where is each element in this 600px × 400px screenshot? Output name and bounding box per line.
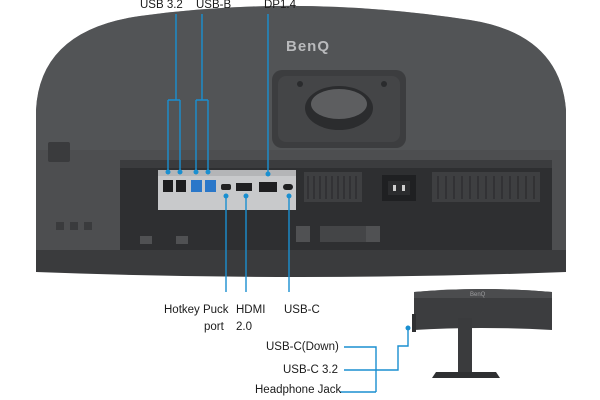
callout-lines bbox=[165, 14, 411, 393]
hdmi-port bbox=[236, 183, 252, 191]
usb-a-port bbox=[163, 180, 173, 192]
usb-b-port bbox=[205, 180, 216, 192]
label-usbc-down: USB-C(Down) bbox=[266, 341, 339, 353]
label-usbb: USB-B bbox=[196, 0, 232, 11]
usb-a-port bbox=[176, 180, 186, 192]
thumbnail-logo: BenQ bbox=[470, 292, 486, 298]
label-hdmi-1: HDMI bbox=[236, 304, 266, 316]
left-side-controls bbox=[48, 142, 92, 230]
label-usbc: USB-C bbox=[284, 304, 320, 316]
vesa-hole bbox=[381, 81, 387, 87]
brand-logo: BenQ bbox=[286, 38, 330, 55]
callout-side-ports bbox=[340, 330, 409, 393]
usb-c-port bbox=[283, 184, 293, 190]
label-hotkey-1: Hotkey Puck bbox=[164, 304, 229, 316]
callout-usbb bbox=[195, 14, 209, 170]
label-usbc32: USB-C 3.2 bbox=[283, 364, 338, 376]
vesa-hole bbox=[297, 81, 303, 87]
hotkey-puck-port bbox=[221, 184, 231, 190]
bottom-edge bbox=[36, 250, 566, 277]
displayport-port bbox=[259, 182, 277, 192]
label-hotkey-2: port bbox=[204, 321, 224, 333]
monitor-thumbnail: BenQ bbox=[412, 289, 552, 378]
cable-clip bbox=[140, 226, 380, 244]
callout-usb32 bbox=[167, 14, 181, 170]
label-dp: DP1.4 bbox=[264, 0, 296, 11]
label-hdmi-2: 2.0 bbox=[236, 321, 252, 333]
label-usb32: USB 3.2 bbox=[140, 0, 183, 11]
usb-b-port bbox=[191, 180, 202, 192]
label-headphone: Headphone Jack bbox=[255, 384, 342, 396]
